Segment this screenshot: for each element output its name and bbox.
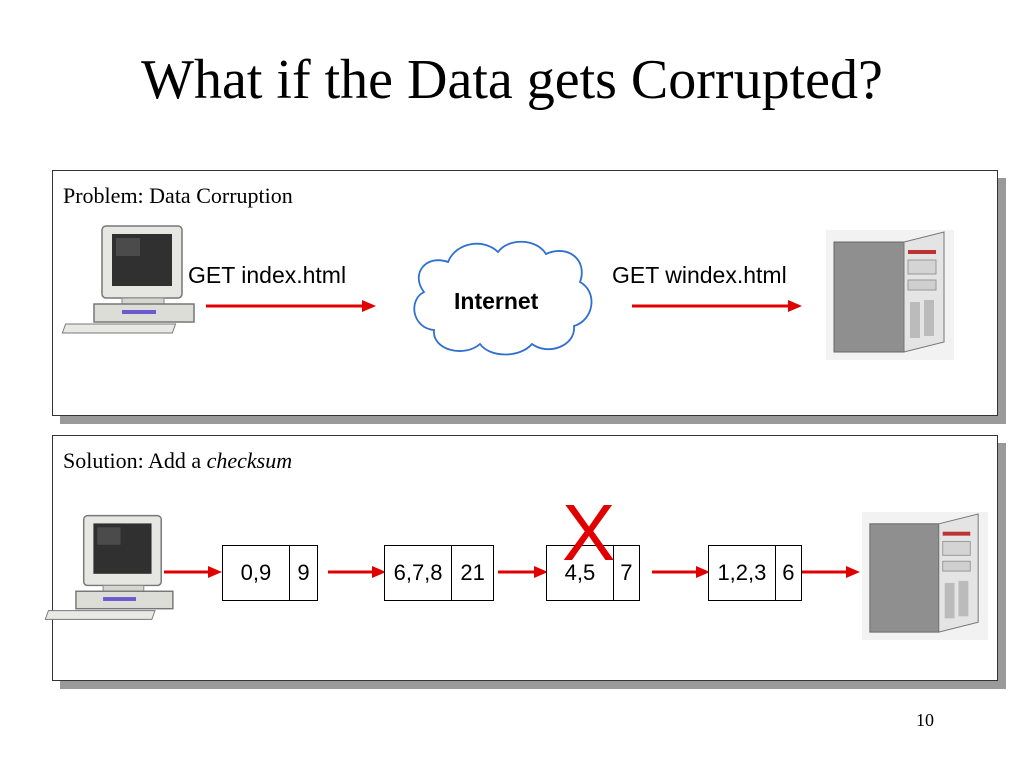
packet-3: 4,5 7 [546, 545, 640, 601]
request-received-label: GET windex.html [612, 262, 787, 288]
solution-panel: Solution: Add a checksum [52, 435, 998, 681]
tower-server-icon [862, 512, 988, 640]
packet-data: 4,5 [564, 560, 596, 585]
internet-label: Internet [454, 288, 539, 314]
desktop-computer-icon [44, 514, 174, 620]
tower-server-icon [826, 230, 954, 360]
packet-data: 0,9 [240, 560, 272, 585]
solution-heading-prefix: Solution: Add a [63, 448, 207, 473]
arrow-to-packet-4 [652, 566, 710, 578]
packet-4: 1,2,3 6 [708, 545, 802, 601]
arrow-to-packet-3 [498, 566, 548, 578]
arrow-to-packet-1 [164, 566, 222, 578]
arrow-client-to-internet [206, 300, 376, 312]
arrow-internet-to-server [632, 300, 802, 312]
solution-heading-emphasis: checksum [206, 448, 293, 473]
solution-heading: Solution: Add a checksum [63, 448, 292, 474]
packet-checksum: 6 [774, 546, 801, 600]
packet-1: 0,9 9 [222, 545, 318, 601]
arrow-to-packet-2 [328, 566, 386, 578]
packet-checksum: 9 [288, 546, 317, 600]
slide-title: What if the Data gets Corrupted? [141, 49, 883, 111]
packet-2: 6,7,8 21 [384, 545, 494, 601]
request-sent-label: GET index.html [188, 262, 347, 288]
corruption-mark: X [562, 488, 616, 577]
cloud-icon [413, 240, 593, 356]
arrow-to-server [802, 566, 860, 578]
desktop-computer-icon [61, 225, 195, 334]
packet-checksum: 7 [612, 546, 639, 600]
page-number: 10 [916, 710, 934, 730]
packet-data: 1,2,3 [717, 560, 767, 585]
packet-data: 6,7,8 [393, 560, 443, 585]
problem-heading: Problem: Data Corruption [63, 183, 293, 208]
packet-checksum: 21 [451, 546, 493, 600]
